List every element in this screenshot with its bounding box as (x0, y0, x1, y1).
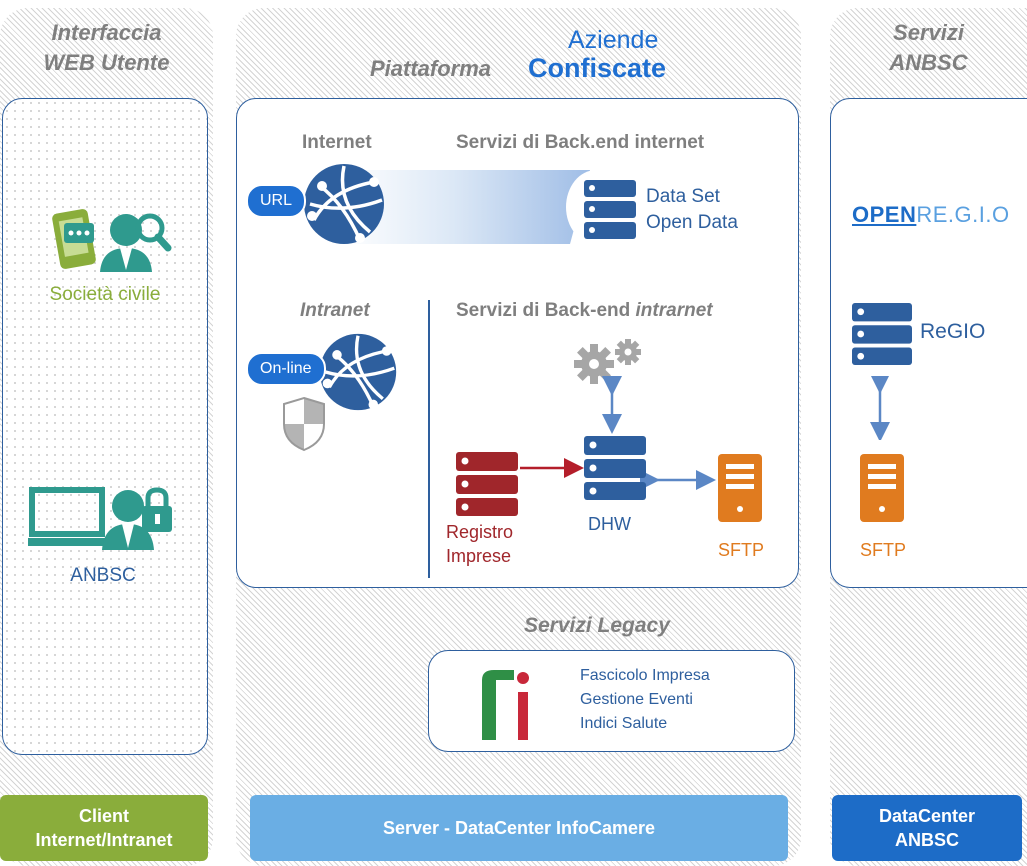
url-pill: URL (246, 184, 307, 218)
sftp-server-icon (718, 454, 762, 522)
globe-network-icon (319, 333, 397, 411)
dataset-label: Data Set Open Data (646, 184, 738, 236)
gear-icon (574, 339, 641, 384)
backend-intranet-head-a: Servizi di Back-end (456, 300, 636, 321)
right-title-line1: Servizi (893, 20, 964, 45)
legacy-item: Indici Salute (580, 715, 668, 732)
mobile-chat-icon (52, 209, 96, 269)
ri-logo-icon (482, 670, 529, 740)
left-column-title: Interfaccia WEB Utente (0, 18, 213, 78)
client-footer-line1: Client (78, 806, 129, 826)
client-footer-line2: Internet/Intranet (35, 830, 173, 850)
registro-label: Registro Imprese (446, 520, 513, 568)
server-footer: Server - DataCenter InfoCamere (250, 795, 788, 861)
openregio-logo: OPENRE.G.I.O (852, 202, 1010, 228)
left-title-line1: Interfaccia (51, 20, 162, 45)
dhw-label: DHW (588, 514, 631, 534)
right-title-line2: ANBSC (889, 50, 968, 75)
dataset-line1: Data Set (646, 186, 720, 207)
online-pill: On-line (246, 352, 326, 386)
client-footer: Client Internet/Intranet (0, 795, 208, 861)
backend-internet-heading: Servizi di Back.end internet (456, 132, 705, 153)
backend-intranet-head-b: intrarnet (635, 300, 713, 321)
flow-arrows (520, 376, 716, 490)
intranet-divider (428, 300, 430, 578)
right-sftp-label: SFTP (860, 540, 907, 560)
regio-sftp-arrow (870, 376, 890, 440)
regio-server-icon (852, 303, 912, 365)
datacenter-footer-line2: ANBSC (894, 830, 959, 850)
datacenter-footer: DataCenter ANBSC (832, 795, 1022, 861)
registro-line2: Imprese (446, 546, 512, 566)
registro-server-icon (456, 452, 518, 516)
dataset-line2: Open Data (646, 212, 738, 233)
brand-confiscate: Confiscate (528, 53, 667, 83)
dataset-server-icon (584, 180, 636, 239)
societa-civile-label: Società civile (49, 284, 161, 305)
monitor-icon (28, 487, 108, 546)
sftp-server-icon (860, 454, 904, 522)
title-piattaforma: Piattaforma (370, 56, 492, 81)
internet-heading: Internet (302, 132, 372, 153)
user-search-icon (100, 213, 172, 272)
legacy-item: Gestione Eventi (580, 691, 693, 708)
anbsc-user-label: ANBSC (70, 565, 136, 586)
openregio-light: RE.G.I.O (916, 202, 1010, 227)
globe-network-icon (304, 164, 384, 244)
intranet-heading: Intranet (300, 300, 370, 321)
brand-aziende: Aziende (568, 26, 659, 54)
registro-line1: Registro (446, 522, 514, 542)
sftp-label: SFTP (718, 540, 765, 560)
client-panel (2, 98, 208, 755)
legacy-items: Fascicolo Impresa Gestione Eventi Indici… (580, 664, 710, 736)
openregio-bold: OPEN (852, 202, 917, 227)
legacy-heading: Servizi Legacy (524, 614, 670, 637)
legacy-item: Fascicolo Impresa (580, 667, 710, 684)
dhw-server-icon (584, 436, 646, 500)
center-column-title: Aziende Piattaforma Confiscate (370, 26, 700, 86)
backend-intranet-heading: Servizi di Back-end intrarnet (456, 300, 713, 322)
user-lock-icon (102, 487, 172, 550)
left-title-line2: WEB Utente (43, 50, 170, 75)
datacenter-footer-line1: DataCenter (878, 806, 976, 826)
regio-label: ReGIO (920, 320, 986, 343)
shield-icon (283, 396, 325, 452)
right-column-title: Servizi ANBSC (830, 18, 1027, 78)
